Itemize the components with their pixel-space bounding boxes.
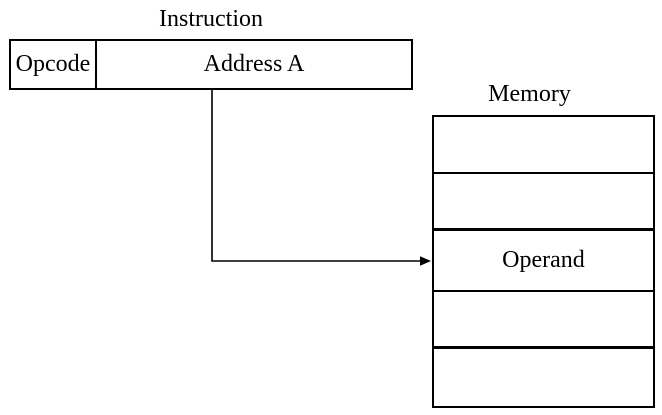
instruction-box: Opcode Address A [9, 39, 413, 90]
memory-row [434, 174, 653, 231]
memory-row [434, 117, 653, 174]
address-a-cell: Address A [203, 51, 305, 77]
memory-table: Operand [432, 115, 655, 408]
memory-row-label: Operand [502, 247, 585, 273]
arrowhead-icon [420, 256, 431, 266]
memory-row [434, 292, 653, 349]
memory-row-operand: Operand [434, 231, 653, 292]
memory-row [434, 349, 653, 406]
arrow-line [211, 90, 421, 262]
opcode-cell: Opcode [11, 41, 97, 88]
memory-title: Memory [488, 81, 571, 107]
instruction-title: Instruction [159, 6, 263, 32]
